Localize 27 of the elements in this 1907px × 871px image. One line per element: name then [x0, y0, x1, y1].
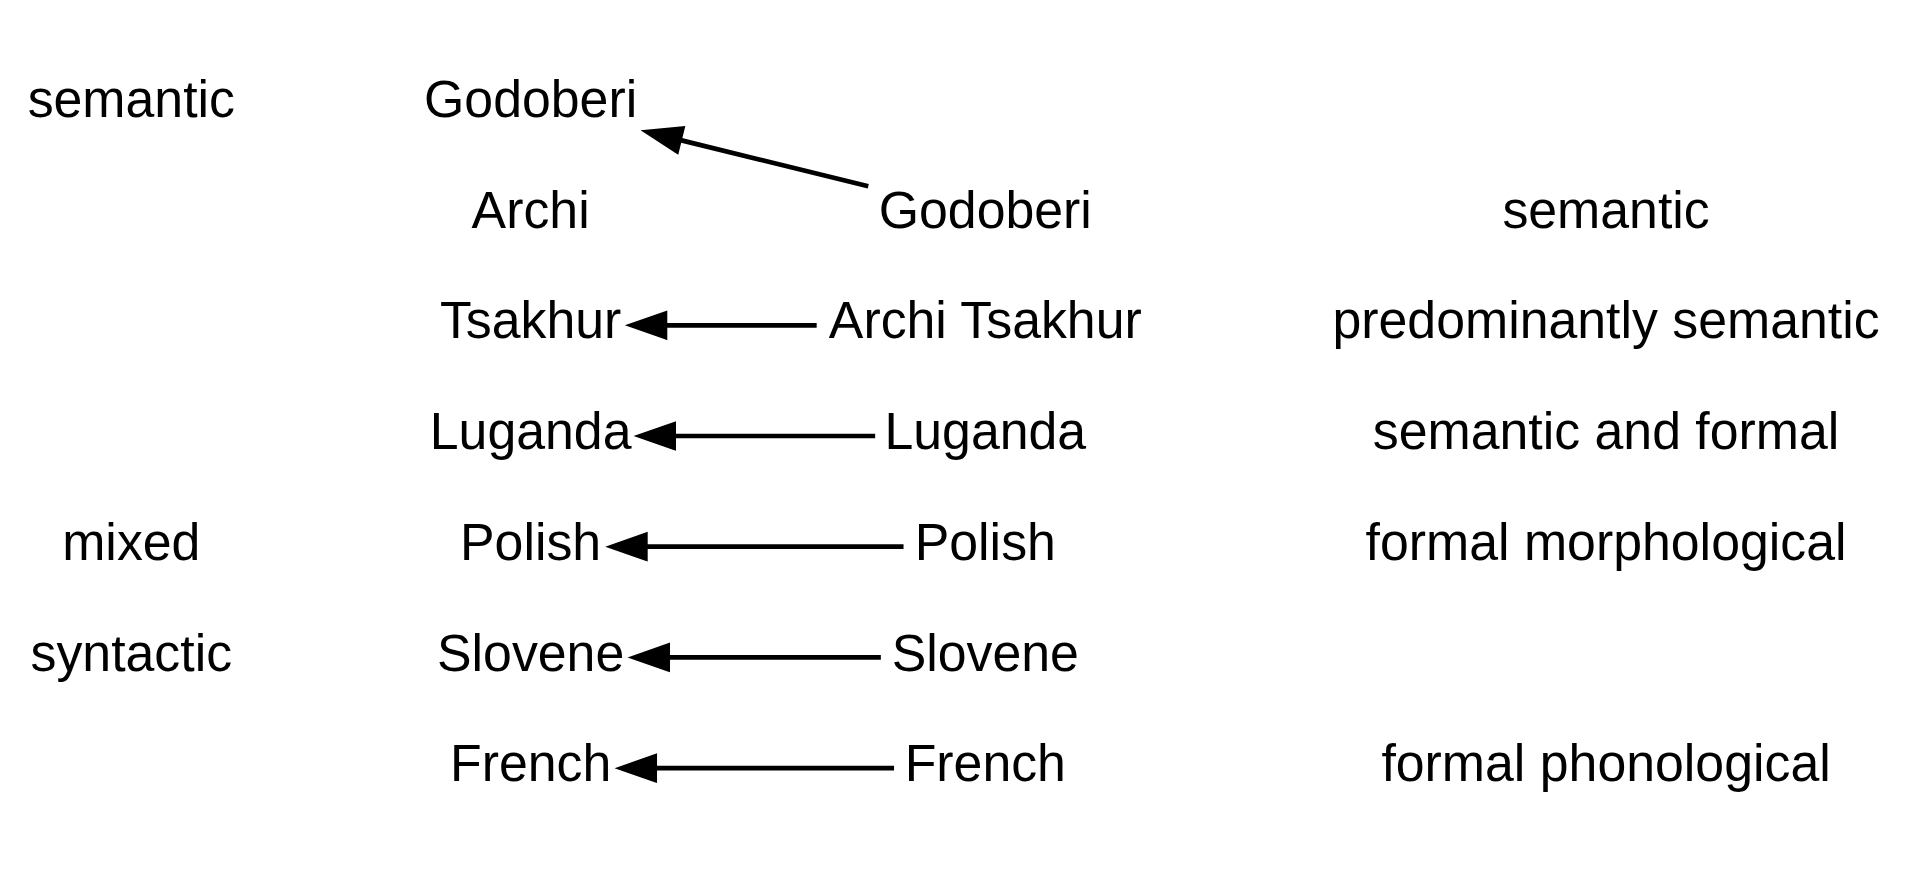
label: semantic: [1502, 180, 1710, 239]
label: semantic: [27, 69, 235, 128]
arrow: [633, 420, 876, 451]
node-text: Luganda: [429, 401, 632, 460]
node-text: Archi: [471, 180, 590, 239]
arrow: [605, 531, 904, 562]
node-text: French: [450, 733, 612, 792]
arrow: [640, 125, 869, 189]
node-text: French: [904, 733, 1066, 792]
label: semantic and formal: [1372, 401, 1840, 460]
node-text: Slovene: [437, 623, 625, 682]
node-text: Slovene: [891, 623, 1079, 682]
label: predominantly semantic: [1332, 290, 1880, 349]
arrow: [614, 752, 895, 783]
node-text: Godoberi: [424, 69, 638, 128]
node-text: Tsakhur: [439, 290, 622, 349]
label: syntactic: [30, 623, 233, 682]
node-text: Godoberi: [878, 180, 1092, 239]
label: formal phonological: [1381, 733, 1831, 792]
arrow: [627, 642, 881, 672]
node-text: Luganda: [884, 401, 1087, 460]
label: mixed: [62, 512, 201, 571]
node-text: Archi Tsakhur: [828, 290, 1142, 349]
label: formal morphological: [1365, 512, 1847, 571]
arrow: [624, 309, 817, 340]
node-text: Polish: [914, 512, 1056, 571]
node-text: Polish: [460, 512, 602, 571]
